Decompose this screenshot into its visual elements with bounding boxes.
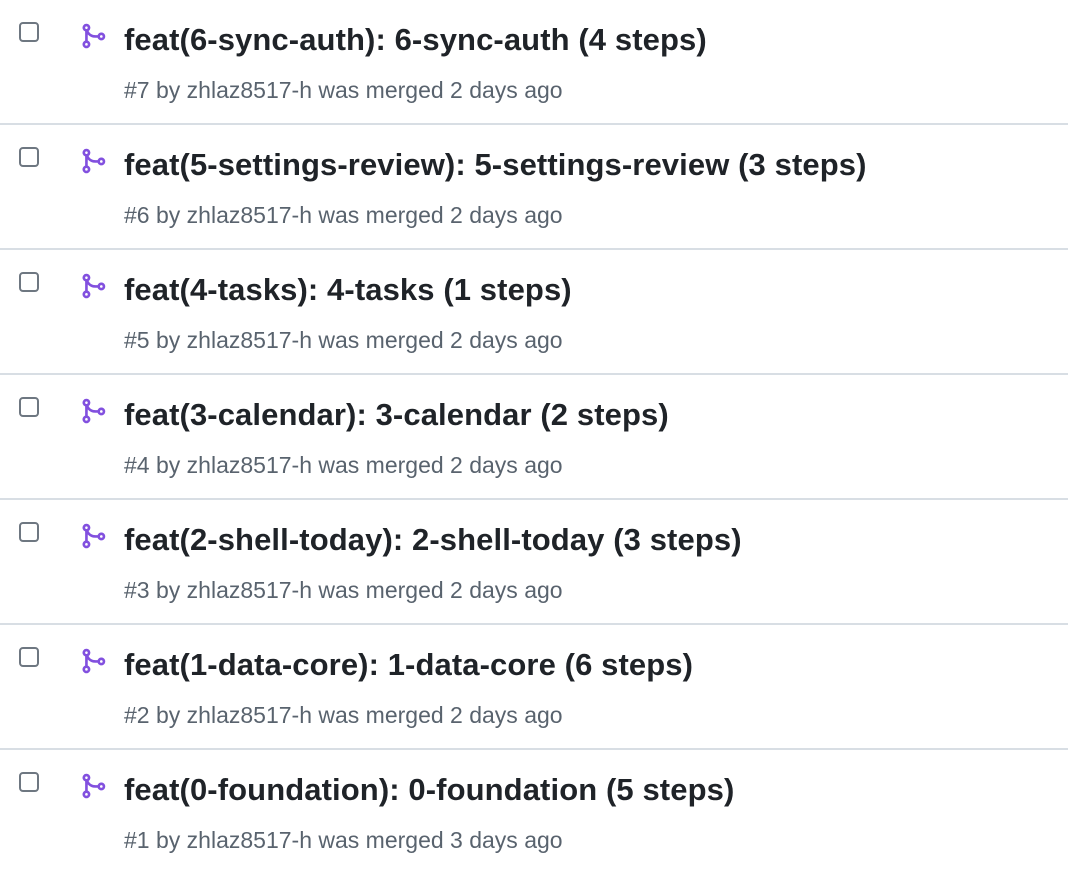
select-checkbox[interactable] <box>19 272 39 292</box>
pull-request-meta: #4 by zhlaz8517-h was merged 2 days ago <box>124 450 563 480</box>
pull-request-row: feat(4-tasks): 4-tasks (1 steps) #5 by z… <box>0 250 1068 375</box>
git-merge-icon <box>79 272 107 300</box>
author-link[interactable]: zhlaz8517-h <box>186 202 312 228</box>
git-merge-icon <box>79 647 107 675</box>
git-merge-icon <box>79 22 107 50</box>
select-checkbox[interactable] <box>19 147 39 167</box>
merge-status: was merged <box>318 202 444 228</box>
pull-request-number[interactable]: #5 <box>124 327 150 353</box>
pull-request-row: feat(0-foundation): 0-foundation (5 step… <box>0 750 1068 875</box>
pull-request-title[interactable]: feat(4-tasks): 4-tasks (1 steps) <box>124 272 572 307</box>
author-link[interactable]: zhlaz8517-h <box>186 77 312 103</box>
select-checkbox[interactable] <box>19 772 39 792</box>
pull-request-title[interactable]: feat(1-data-core): 1-data-core (6 steps) <box>124 647 694 682</box>
relative-time: 2 days ago <box>450 77 563 103</box>
pull-request-number[interactable]: #6 <box>124 202 150 228</box>
by-label: by <box>155 452 181 478</box>
pull-request-number[interactable]: #4 <box>124 452 150 478</box>
git-merge-icon <box>79 522 107 550</box>
relative-time: 3 days ago <box>450 827 563 853</box>
pull-request-meta: #3 by zhlaz8517-h was merged 2 days ago <box>124 575 563 605</box>
pull-request-number[interactable]: #3 <box>124 577 150 603</box>
merge-status: was merged <box>318 77 444 103</box>
merge-status: was merged <box>318 827 444 853</box>
merge-status: was merged <box>318 327 444 353</box>
pull-request-meta: #5 by zhlaz8517-h was merged 2 days ago <box>124 325 563 355</box>
pull-request-title[interactable]: feat(0-foundation): 0-foundation (5 step… <box>124 772 735 807</box>
pull-request-title[interactable]: feat(2-shell-today): 2-shell-today (3 st… <box>124 522 742 557</box>
pull-request-meta: #2 by zhlaz8517-h was merged 2 days ago <box>124 700 563 730</box>
author-link[interactable]: zhlaz8517-h <box>186 327 312 353</box>
pull-request-title[interactable]: feat(5-settings-review): 5-settings-revi… <box>124 147 867 182</box>
by-label: by <box>155 827 181 853</box>
relative-time: 2 days ago <box>450 452 563 478</box>
pull-request-meta: #1 by zhlaz8517-h was merged 3 days ago <box>124 825 563 855</box>
pull-request-number[interactable]: #1 <box>124 827 150 853</box>
select-checkbox[interactable] <box>19 22 39 42</box>
by-label: by <box>155 202 181 228</box>
select-checkbox[interactable] <box>19 647 39 667</box>
by-label: by <box>155 327 181 353</box>
merge-status: was merged <box>318 577 444 603</box>
relative-time: 2 days ago <box>450 202 563 228</box>
pull-request-row: feat(6-sync-auth): 6-sync-auth (4 steps)… <box>0 0 1068 125</box>
pull-request-number[interactable]: #2 <box>124 702 150 728</box>
relative-time: 2 days ago <box>450 702 563 728</box>
pull-request-title[interactable]: feat(6-sync-auth): 6-sync-auth (4 steps) <box>124 22 707 57</box>
by-label: by <box>155 577 181 603</box>
git-merge-icon <box>79 397 107 425</box>
select-checkbox[interactable] <box>19 397 39 417</box>
author-link[interactable]: zhlaz8517-h <box>186 702 312 728</box>
git-merge-icon <box>79 772 107 800</box>
by-label: by <box>155 702 181 728</box>
pull-request-meta: #7 by zhlaz8517-h was merged 2 days ago <box>124 75 563 105</box>
git-merge-icon <box>79 147 107 175</box>
relative-time: 2 days ago <box>450 327 563 353</box>
author-link[interactable]: zhlaz8517-h <box>186 827 312 853</box>
pull-request-number[interactable]: #7 <box>124 77 150 103</box>
pull-request-row: feat(3-calendar): 3-calendar (2 steps) #… <box>0 375 1068 500</box>
pull-request-meta: #6 by zhlaz8517-h was merged 2 days ago <box>124 200 563 230</box>
select-checkbox[interactable] <box>19 522 39 542</box>
author-link[interactable]: zhlaz8517-h <box>186 577 312 603</box>
pull-request-row: feat(5-settings-review): 5-settings-revi… <box>0 125 1068 250</box>
merge-status: was merged <box>318 452 444 478</box>
pull-request-row: feat(1-data-core): 1-data-core (6 steps)… <box>0 625 1068 750</box>
merge-status: was merged <box>318 702 444 728</box>
author-link[interactable]: zhlaz8517-h <box>186 452 312 478</box>
by-label: by <box>155 77 181 103</box>
pull-request-title[interactable]: feat(3-calendar): 3-calendar (2 steps) <box>124 397 669 432</box>
relative-time: 2 days ago <box>450 577 563 603</box>
pull-request-row: feat(2-shell-today): 2-shell-today (3 st… <box>0 500 1068 625</box>
